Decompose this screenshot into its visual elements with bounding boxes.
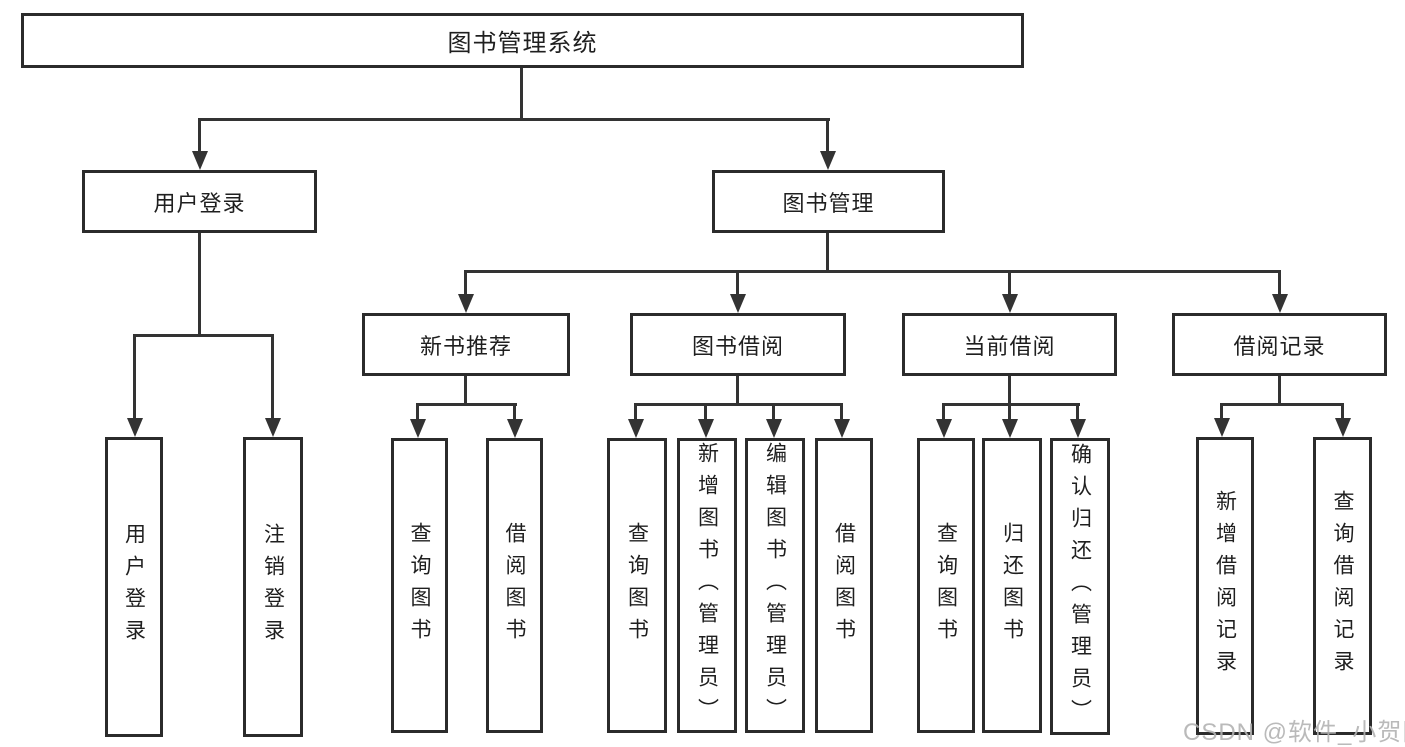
- node-label: 用户登录: [153, 190, 246, 216]
- node-user-login: 用户登录: [82, 170, 317, 233]
- connector-leaf-stem: [840, 403, 843, 419]
- node-label: 查询图书: [934, 521, 958, 650]
- node-label: 确认归还（管理员）: [1068, 442, 1092, 731]
- node-bor-add-books-admin: 新增图书（管理员）: [677, 438, 737, 733]
- arrowhead-down-icon: [936, 419, 952, 438]
- connector-leaf-stem: [704, 403, 707, 419]
- connector-mgmt-stem: [826, 118, 829, 151]
- connector-leaf-stem: [416, 403, 419, 419]
- arrowhead-down-icon: [1002, 294, 1018, 313]
- node-label: 当前借阅: [963, 333, 1056, 359]
- node-book-management: 图书管理: [712, 170, 945, 233]
- connector-records-rail: [1220, 403, 1344, 406]
- node-new-book-recommend: 新书推荐: [362, 313, 570, 376]
- arrowhead-down-icon: [1002, 419, 1018, 438]
- node-records-add-leaf: 新增借阅记录: [1196, 437, 1254, 735]
- arrowhead-down-icon: [458, 294, 474, 313]
- node-rec-query-books: 查询图书: [391, 438, 448, 733]
- arrowhead-down-icon: [820, 151, 836, 170]
- connector-borrow-rail: [634, 403, 843, 406]
- node-label: 借阅图书: [503, 521, 526, 650]
- connector-records-stem: [1278, 270, 1281, 294]
- connector-logout-leaf-stem: [271, 334, 274, 418]
- node-label: 查询图书: [408, 521, 431, 650]
- node-user-login-leaf: 用户登录: [105, 437, 163, 737]
- node-library-system: 图书管理系统: [21, 13, 1024, 68]
- connector-root-stem: [520, 68, 523, 121]
- node-rec-borrow-books: 借阅图书: [486, 438, 543, 733]
- arrowhead-down-icon: [698, 419, 714, 438]
- arrowhead-down-icon: [1070, 419, 1086, 438]
- connector-leaf-stem: [942, 403, 945, 419]
- node-bor-edit-books-admin: 编辑图书（管理员）: [745, 438, 805, 733]
- connector-leaf-stem: [1076, 403, 1079, 419]
- node-label: 借阅记录: [1233, 333, 1326, 359]
- node-label: 新增借阅记录: [1213, 490, 1237, 682]
- arrowhead-down-icon: [834, 419, 850, 438]
- arrowhead-down-icon: [1335, 418, 1351, 437]
- connector-login-down: [198, 233, 201, 337]
- node-cur-confirm-return-admin: 确认归还（管理员）: [1050, 438, 1110, 735]
- connector-mgmt-down: [826, 233, 829, 273]
- connector-current-stem: [1008, 270, 1011, 294]
- node-label: 图书管理系统: [447, 30, 598, 57]
- node-label: 图书管理: [782, 190, 875, 216]
- arrowhead-down-icon: [1214, 418, 1230, 437]
- connector-leaf-stem: [1341, 403, 1344, 418]
- node-label: 归还图书: [1000, 521, 1024, 650]
- connector-leaf-stem: [1008, 403, 1011, 419]
- arrowhead-down-icon: [507, 419, 523, 438]
- node-label: 借阅图书: [832, 521, 856, 650]
- node-label: 图书借阅: [691, 333, 784, 359]
- node-label: 编辑图书（管理员）: [763, 441, 787, 730]
- node-book-borrowing: 图书借阅: [630, 313, 846, 376]
- node-cur-return-books: 归还图书: [982, 438, 1042, 733]
- node-borrow-records: 借阅记录: [1172, 313, 1387, 376]
- arrowhead-down-icon: [127, 418, 143, 437]
- arrowhead-down-icon: [730, 294, 746, 313]
- arrowhead-down-icon: [1272, 294, 1288, 313]
- arrowhead-down-icon: [410, 419, 426, 438]
- connector-root-rail: [198, 118, 830, 121]
- connector-leaf-stem: [1220, 403, 1223, 418]
- node-label: 用户登录: [122, 523, 146, 651]
- arrowhead-down-icon: [766, 419, 782, 438]
- node-current-borrowing: 当前借阅: [902, 313, 1117, 376]
- node-label: 查询图书: [625, 521, 649, 650]
- connector-recommend-rail: [416, 403, 517, 406]
- node-label: 查询借阅记录: [1331, 490, 1354, 682]
- connector-leaf-stem: [772, 403, 775, 419]
- node-bor-query-books: 查询图书: [607, 438, 667, 733]
- connector-records-down: [1278, 376, 1281, 406]
- node-records-query-leaf: 查询借阅记录: [1313, 437, 1372, 735]
- node-label: 新增图书（管理员）: [695, 441, 719, 730]
- connector-login-leaf-stem: [133, 334, 136, 418]
- connector-current-rail: [942, 403, 1080, 406]
- node-bor-borrow-books: 借阅图书: [815, 438, 873, 733]
- connector-login-rail: [133, 334, 274, 337]
- connector-leaf-stem: [513, 403, 516, 419]
- connector-current-down: [1008, 376, 1011, 406]
- watermark: CSDN @软件_小贺同学: [1183, 719, 1405, 746]
- node-logout-leaf: 注销登录: [243, 437, 303, 737]
- connector-borrow-stem: [736, 270, 739, 294]
- connector-recommend-stem: [464, 270, 467, 294]
- connector-mgmt-rail: [464, 270, 1281, 273]
- node-label: 新书推荐: [419, 333, 512, 359]
- node-label: 注销登录: [261, 523, 285, 651]
- arrowhead-down-icon: [192, 151, 208, 170]
- connector-borrow-down: [736, 376, 739, 406]
- arrowhead-down-icon: [265, 418, 281, 437]
- connector-recommend-down: [464, 376, 467, 406]
- node-cur-query-books: 查询图书: [917, 438, 975, 733]
- arrowhead-down-icon: [628, 419, 644, 438]
- connector-leaf-stem: [634, 403, 637, 419]
- connector-login-stem: [198, 118, 201, 151]
